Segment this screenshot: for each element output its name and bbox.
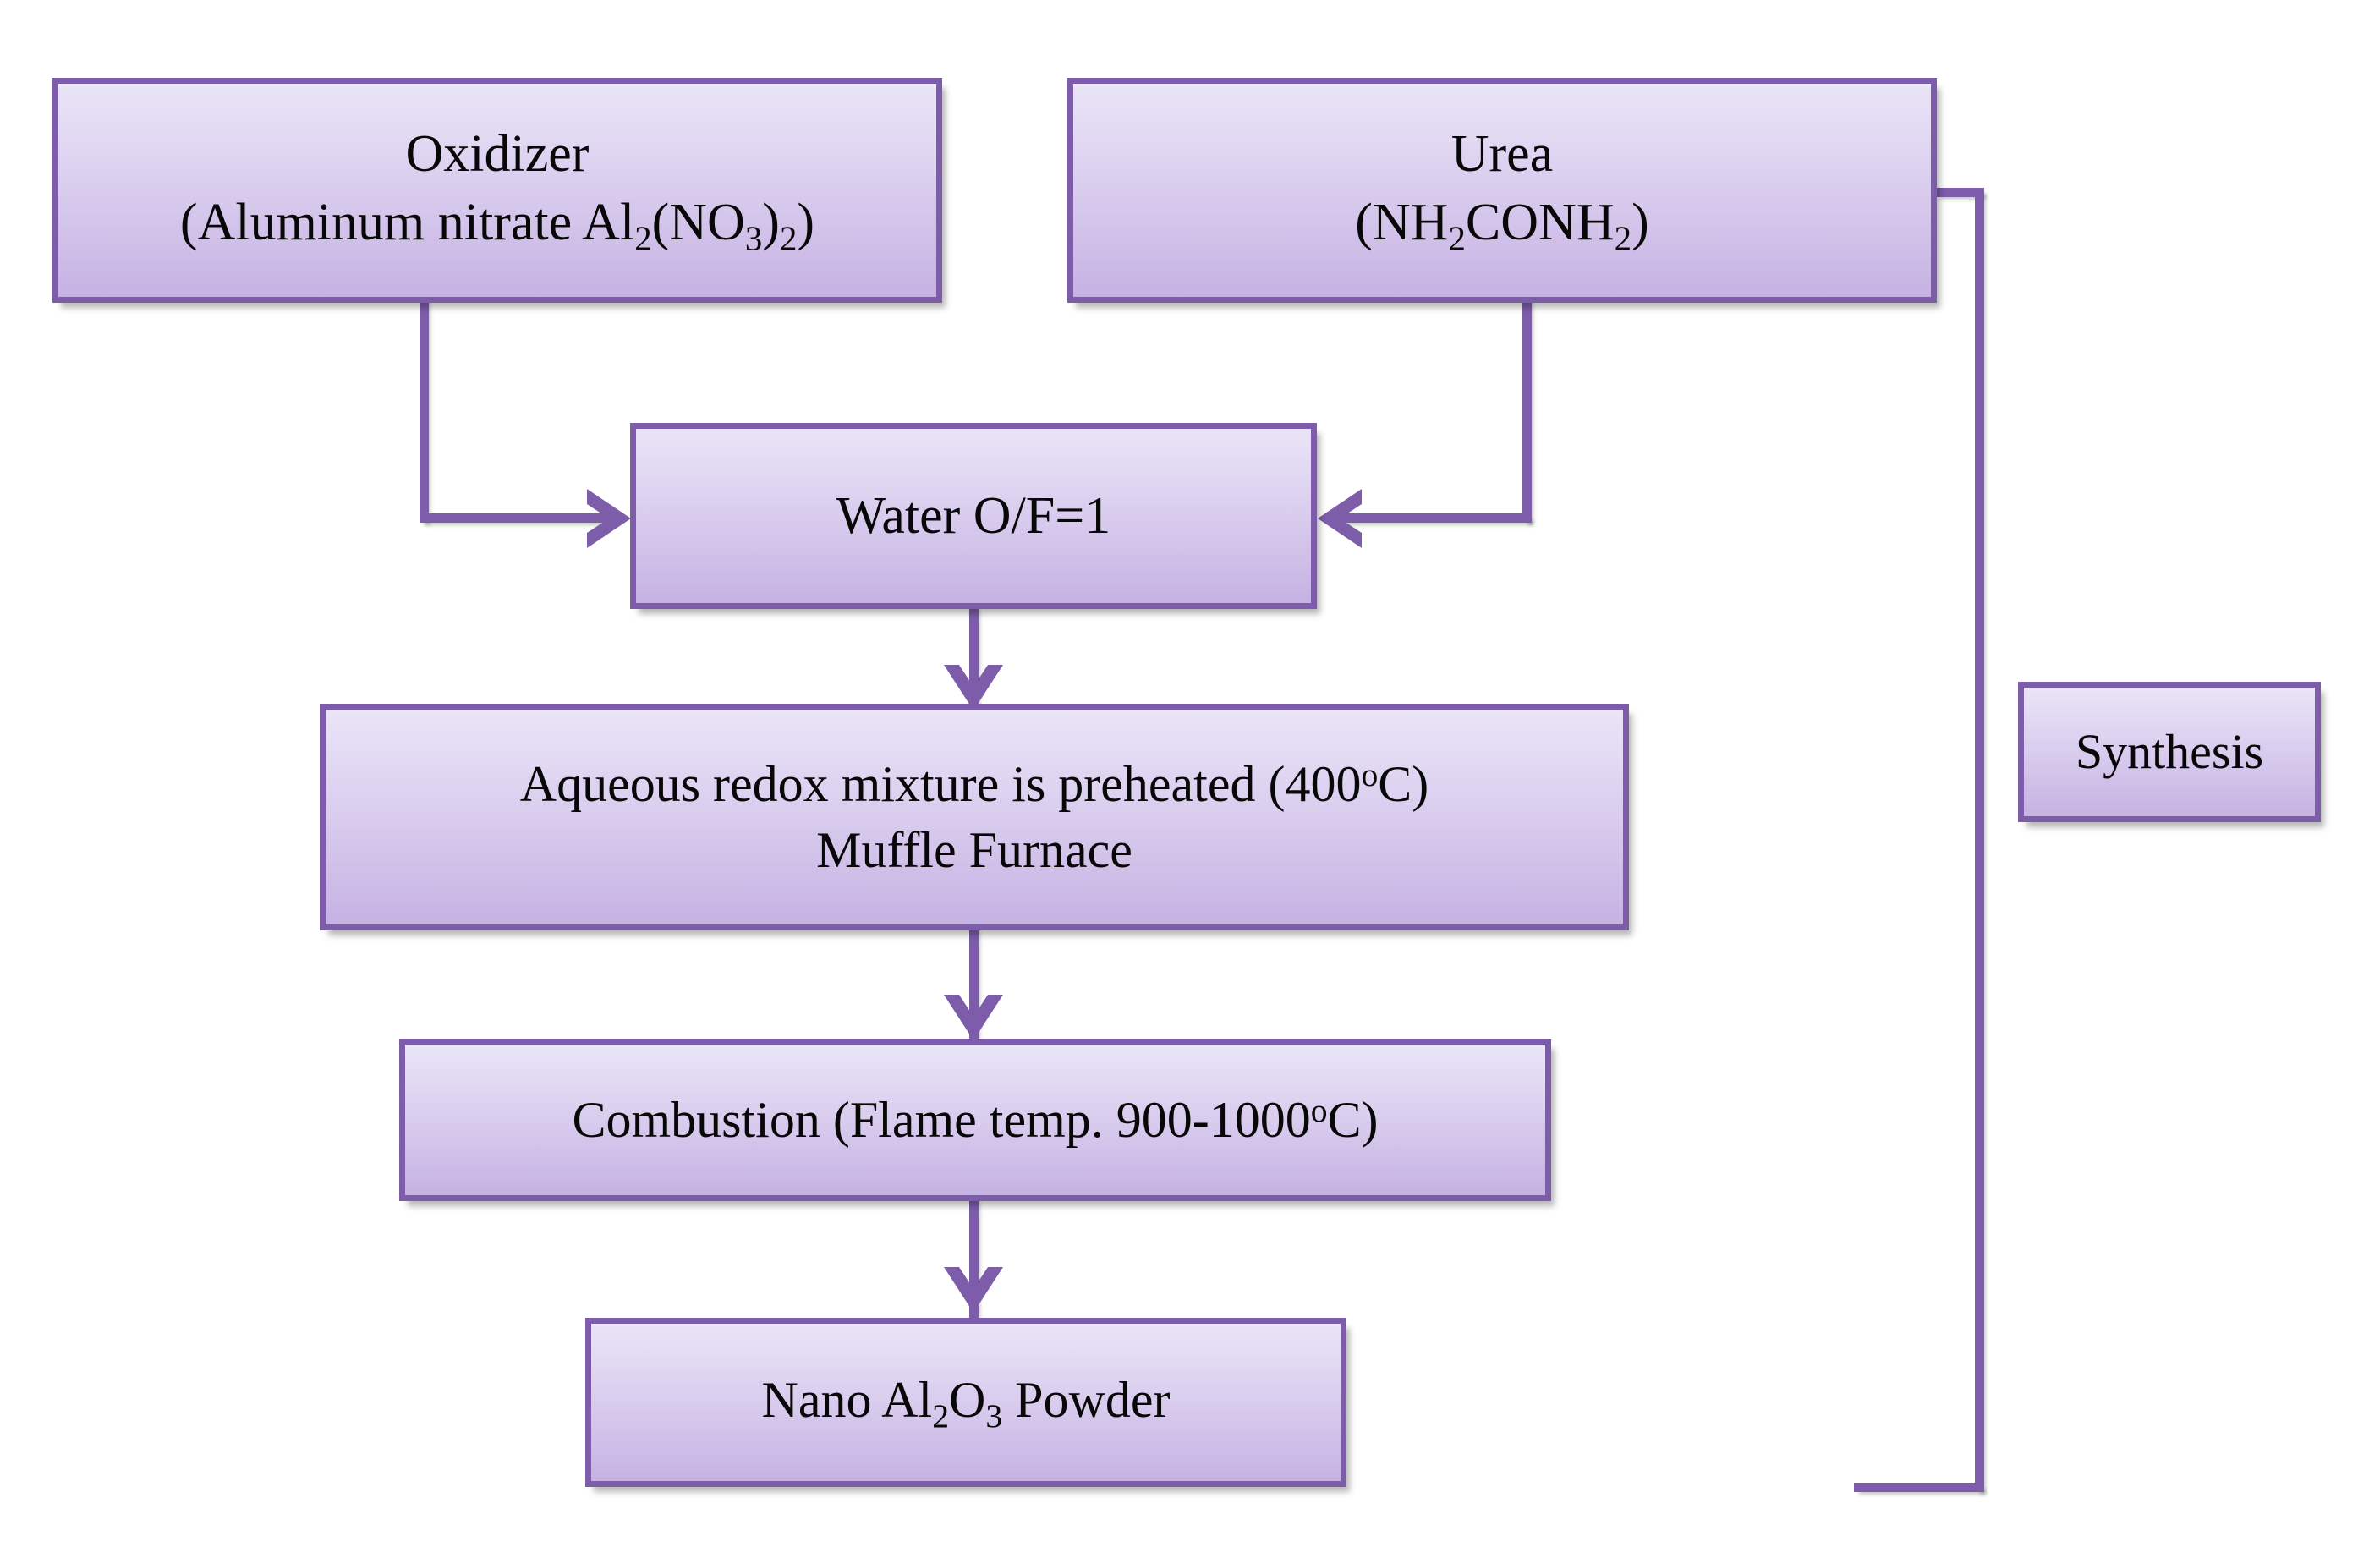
arrowhead-into-preheat	[939, 661, 1008, 719]
formula-part: CONH	[1465, 193, 1615, 251]
node-oxidizer[interactable]: Oxidizer (Aluminum nitrate Al2(NO3)2)	[52, 78, 942, 303]
node-urea-formula: (NH2CONH2)	[1355, 189, 1648, 261]
degree-superscript: o	[1361, 755, 1379, 793]
node-water-of-ratio[interactable]: Water O/F=1	[630, 423, 1317, 609]
text-part: Powder	[1002, 1371, 1171, 1428]
formula-part: (Aluminum nitrate Al	[179, 193, 635, 251]
degree-superscript: o	[1310, 1091, 1328, 1129]
node-preheat-line2: Muffle Furnace	[816, 822, 1132, 878]
node-synthesis-label: Synthesis	[2075, 724, 2264, 780]
connector-synthesis-bracket-bottom	[1854, 1483, 1984, 1492]
node-synthesis[interactable]: Synthesis	[2018, 682, 2321, 822]
text-part: C)	[1378, 756, 1429, 812]
formula-subscript: 2	[1448, 218, 1466, 257]
formula-subscript: 2	[779, 218, 798, 257]
node-oxidizer-formula: (Aluminum nitrate Al2(NO3)2)	[180, 189, 814, 261]
arrowhead-into-combustion	[939, 991, 1008, 1049]
connector-combustion-to-powder	[969, 1196, 979, 1323]
text-part: C)	[1327, 1092, 1379, 1148]
connector-preheat-to-combustion	[969, 925, 979, 1044]
node-urea[interactable]: Urea (NH2CONH2)	[1067, 78, 1937, 303]
text-part: O	[949, 1371, 986, 1428]
node-oxidizer-title: Oxidizer	[405, 124, 590, 183]
formula-part: (NH	[1355, 193, 1449, 251]
formula-subscript: 2	[1614, 218, 1632, 257]
connector-urea-horizontal	[1336, 513, 1532, 523]
text-part: Aqueous redox mixture is preheated (400	[519, 756, 1362, 812]
formula-part: )	[797, 193, 815, 251]
formula-subscript: 2	[932, 1396, 949, 1435]
formula-subscript: 3	[744, 218, 763, 257]
formula-subscript: 2	[634, 218, 652, 257]
connector-urea-vertical	[1522, 298, 1532, 523]
connector-oxidizer-horizontal	[420, 513, 614, 523]
node-nano-alumina-powder[interactable]: Nano Al2O3 Powder	[585, 1318, 1346, 1487]
connector-oxidizer-vertical	[420, 298, 429, 523]
arrowhead-into-water-right	[1297, 484, 1365, 553]
arrowhead-into-powder	[939, 1264, 1008, 1321]
text-part: Combustion (Flame temp. 900-1000	[572, 1092, 1311, 1148]
connector-water-to-preheat	[969, 604, 979, 705]
node-preheat-muffle-furnace[interactable]: Aqueous redox mixture is preheated (400o…	[320, 704, 1629, 930]
node-combustion-line1: Combustion (Flame temp. 900-1000oC)	[572, 1087, 1378, 1153]
formula-subscript: 3	[985, 1396, 1003, 1435]
node-urea-title: Urea	[1450, 124, 1554, 183]
node-powder-label: Nano Al2O3 Powder	[762, 1367, 1171, 1438]
node-water-label: Water O/F=1	[836, 486, 1111, 545]
arrowhead-into-water-left	[584, 484, 651, 553]
formula-part: )	[1631, 193, 1649, 251]
formula-part: )	[762, 193, 780, 251]
connector-synthesis-bracket-vertical	[1975, 188, 1984, 1492]
node-combustion[interactable]: Combustion (Flame temp. 900-1000oC)	[399, 1039, 1551, 1201]
node-preheat-line1: Aqueous redox mixture is preheated (400o…	[520, 751, 1429, 817]
text-part: Nano Al	[761, 1371, 933, 1428]
formula-part: (NO	[651, 193, 745, 251]
connector-synthesis-bracket-top	[1935, 188, 1984, 197]
